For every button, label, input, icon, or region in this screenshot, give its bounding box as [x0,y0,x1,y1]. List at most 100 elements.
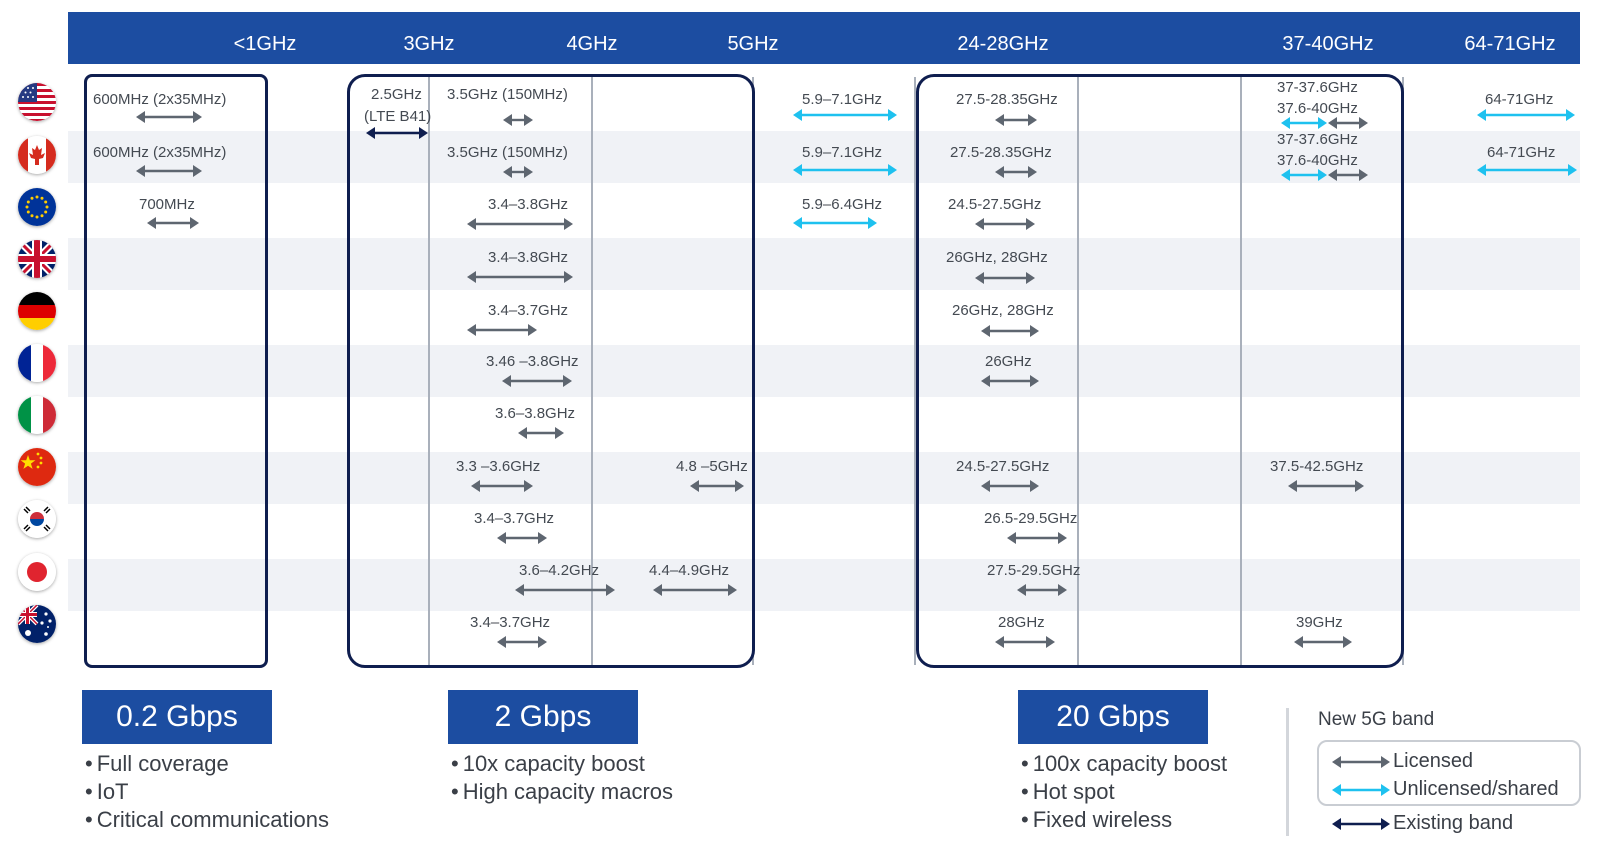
speed-box-mid: 2 Gbps [448,690,638,744]
band-label: 700MHz [139,196,195,213]
flag-australia-icon [18,605,56,643]
unlicensed-band-arrow [1281,116,1327,130]
unlicensed-band-arrow [793,163,897,177]
mid-band-box [347,74,755,668]
band-label: 26GHz, 28GHz [946,249,1048,266]
band-label: 37.5-42.5GHz [1270,458,1364,475]
band-label: 26.5-29.5GHz [984,510,1078,527]
band-label: 37.6-40GHz [1277,100,1358,117]
licensed-band-arrow [467,217,573,231]
header-label-sub1ghz: <1GHz [233,33,297,55]
band-label: 28GHz [998,614,1045,631]
band-label: 3.4–3.7GHz [488,302,569,319]
band-label: 37.6-40GHz [1277,152,1358,169]
band-label: 3.3 –3.6GHz [456,458,541,475]
legend-title: New 5G band [1318,709,1435,730]
band-label: 24.5-27.5GHz [956,458,1050,475]
band-label: 24.5-27.5GHz [948,196,1042,213]
licensed-band-arrow [467,323,537,337]
bullet-item: Fixed wireless [1021,806,1227,834]
licensed-band-arrow [147,216,199,230]
licensed-band-arrow [136,110,202,124]
licensed-band-arrow [503,165,533,179]
capacity-bullets-mmwave: 100x capacity boost Hot spot Fixed wirel… [1021,750,1227,834]
licensed-band-arrow [1007,531,1067,545]
band-label: 27.5-28.35GHz [950,144,1052,161]
licensed-band-arrow [653,583,737,597]
row-band [68,559,1580,611]
bullet-item: Full coverage [85,750,329,778]
flag-uk-icon [18,240,56,278]
band-label: 3.4–3.7GHz [474,510,555,527]
band-label: 26GHz, 28GHz [952,302,1054,319]
licensed-band-arrow [1294,635,1352,649]
flag-france-icon [18,344,56,382]
flag-italy-icon [18,396,56,434]
band-label: 3.46 –3.8GHz [486,353,579,370]
band-label: 39GHz [1296,614,1343,631]
legend-divider [1286,708,1289,836]
frequency-header-bar [68,12,1580,64]
flag-canada-icon [18,136,56,174]
bullet-item: 10x capacity boost [451,750,673,778]
legend-existing-arrow-icon [1332,817,1390,831]
legend-unlicensed-arrow-icon [1332,783,1390,797]
band-label: 3.5GHz (150MHz) [447,144,568,161]
capacity-bullets-low: Full coverage IoT Critical communication… [85,750,329,834]
licensed-band-arrow [497,531,547,545]
licensed-band-arrow [1017,583,1067,597]
band-label: 64-71GHz [1487,144,1556,161]
licensed-band-arrow [981,324,1039,338]
band-label: 3.4–3.7GHz [470,614,551,631]
legend-licensed-label: Licensed [1393,750,1474,772]
licensed-band-arrow [503,113,533,127]
speed-box-mmwave: 20 Gbps [1018,690,1208,744]
unlicensed-band-arrow [1477,108,1575,122]
licensed-band-arrow [136,164,202,178]
bullet-item: 100x capacity boost [1021,750,1227,778]
band-label: 27.5-28.35GHz [956,91,1058,108]
band-label: 5.9–7.1GHz [802,91,883,108]
flag-korea-icon [18,500,56,538]
band-label: 37-37.6GHz [1277,131,1358,148]
bullet-item: High capacity macros [451,778,673,806]
flag-china-icon [18,448,56,486]
bullet-item: Critical communications [85,806,329,834]
licensed-band-arrow [497,635,547,649]
flag-usa-icon [18,83,56,121]
existing-band-arrow [366,126,428,140]
legend-existing-label: Existing band [1393,812,1514,834]
licensed-band-arrow [975,271,1035,285]
row-band [68,452,1580,504]
band-label: 3.4–3.8GHz [488,196,569,213]
licensed-band-arrow [690,479,744,493]
legend-new-band-box [1317,740,1581,806]
speed-box-low: 0.2 Gbps [82,690,272,744]
flag-japan-icon [18,553,56,591]
licensed-band-arrow [467,270,573,284]
capacity-bullets-mid: 10x capacity boost High capacity macros [451,750,673,806]
flag-germany-icon [18,292,56,330]
band-label: 2.5GHz [371,86,422,103]
header-label-24-28ghz: 24-28GHz [957,33,1049,55]
licensed-band-arrow [515,583,615,597]
header-label-3ghz: 3GHz [403,33,455,55]
band-label: 3.6–4.2GHz [519,562,600,579]
flag-eu-icon [18,188,56,226]
band-label: 26GHz [985,353,1032,370]
row-band [68,345,1580,397]
licensed-band-arrow [1288,479,1364,493]
licensed-band-arrow [1328,116,1368,130]
legend-unlicensed-label: Unlicensed/shared [1393,778,1559,800]
licensed-band-arrow [1328,168,1368,182]
row-band [68,238,1580,290]
column-divider-37ghz [1240,77,1242,665]
band-label: 600MHz (2x35MHz) [93,91,227,108]
header-label-5ghz: 5GHz [727,33,779,55]
header-label-4ghz: 4GHz [566,33,618,55]
licensed-band-arrow [502,374,572,388]
licensed-band-arrow [975,217,1035,231]
band-label: 64-71GHz [1485,91,1554,108]
unlicensed-band-arrow [793,216,877,230]
band-label-sub: (LTE B41) [364,108,432,125]
